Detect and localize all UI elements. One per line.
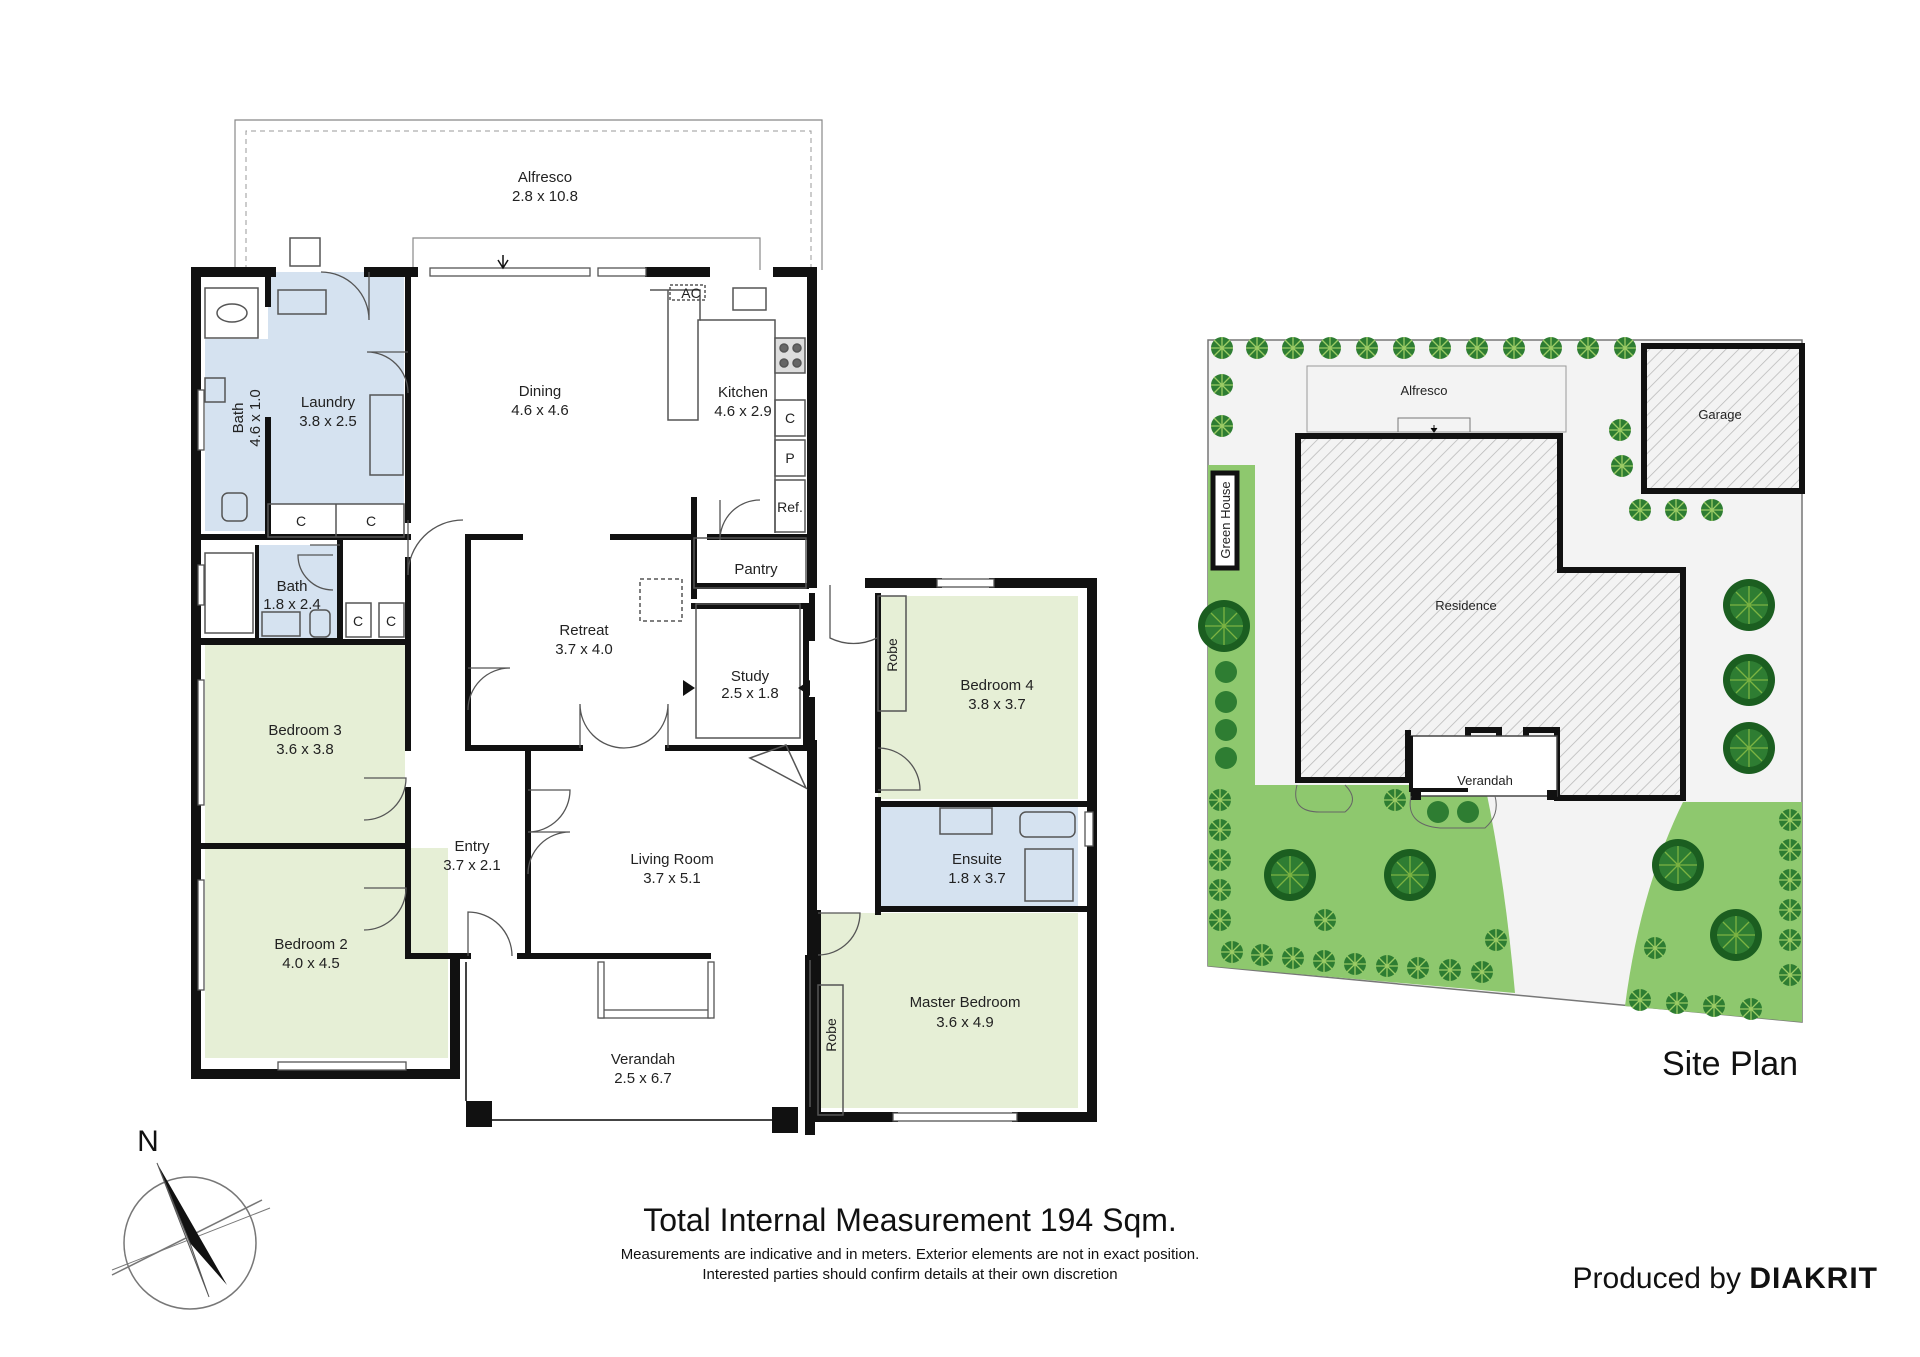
bath-upper-name: Bath	[230, 403, 247, 434]
site-alfresco-label: Alfresco	[1401, 383, 1448, 398]
total-measurement: Total Internal Measurement 194 Sqm.	[643, 1202, 1177, 1238]
bath-upper-fill	[205, 339, 268, 531]
laundry-fill	[268, 272, 404, 504]
bedroom2-name: Bedroom 2	[274, 936, 347, 953]
bedroom3-size: 3.6 x 3.8	[276, 741, 334, 758]
bath-lower-walls	[196, 545, 340, 642]
ensuite-fill	[878, 807, 1078, 909]
round-bushes	[1197, 578, 1776, 962]
alfresco-outline	[1306, 365, 1567, 433]
compass-needle-light	[156, 1162, 210, 1298]
entry-name: Entry	[454, 838, 490, 855]
kitchen-size: 4.6 x 2.9	[714, 403, 772, 420]
site-residence-label: Residence	[1435, 598, 1496, 613]
site-verandah-label: Verandah	[1457, 773, 1513, 788]
laundry-name: Laundry	[301, 394, 356, 411]
retreat-size: 3.7 x 4.0	[555, 641, 613, 658]
bath-lower-name: Bath	[277, 578, 308, 595]
site-plan: Alfresco Garage Green House Residence Ve…	[1197, 336, 1805, 1083]
north-label: N	[137, 1125, 159, 1158]
master-name: Master Bedroom	[910, 994, 1021, 1011]
pantry-name: Pantry	[734, 561, 778, 578]
floor-plan: Alfresco 2.8 x 10.8 Dining 4.6 x 4.6 Kit…	[191, 119, 1097, 1135]
ensuite-name: Ensuite	[952, 851, 1002, 868]
kitchen-fridge: Ref.	[777, 499, 803, 515]
hall-cupboard-1: C	[353, 613, 363, 629]
producer-brand: DIAKRIT	[1749, 1262, 1878, 1295]
site-plan-title: Site Plan	[1662, 1045, 1798, 1083]
site-green-house-label: Green House	[1218, 481, 1233, 558]
alfresco-area	[234, 119, 823, 270]
dining-size: 4.6 x 4.6	[511, 402, 569, 419]
bedroom4-robe: Robe	[884, 638, 900, 672]
master-size: 3.6 x 4.9	[936, 1014, 994, 1031]
retreat-name: Retreat	[559, 622, 609, 639]
laundry-cupboard-1: C	[296, 513, 306, 529]
master-fill	[818, 913, 1078, 1108]
study-size: 2.5 x 1.8	[721, 685, 779, 702]
exterior-walls	[191, 267, 1097, 1135]
green-house	[1210, 470, 1240, 571]
disclaimer-line-2: Interested parties should confirm detail…	[702, 1266, 1118, 1283]
entry-arrow	[497, 255, 509, 270]
site-garage-label: Garage	[1698, 407, 1741, 422]
verandah-post-left	[466, 1101, 492, 1127]
verandah-outline	[465, 960, 811, 1121]
compass-needle-dark	[157, 1163, 227, 1285]
alfresco-size: 2.8 x 10.8	[512, 188, 578, 205]
hall-cupboard-2: C	[386, 613, 396, 629]
dining-name: Dining	[519, 383, 562, 400]
kitchen-pantry: P	[785, 450, 794, 466]
bedroom4-size: 3.8 x 3.7	[968, 696, 1026, 713]
master-robe: Robe	[823, 1018, 839, 1052]
study-arrow-left	[683, 680, 695, 696]
bedroom3-fill	[205, 644, 405, 844]
verandah-size: 2.5 x 6.7	[614, 1070, 672, 1087]
living-size: 3.7 x 5.1	[643, 870, 701, 887]
bedroom2-size: 4.0 x 4.5	[282, 955, 340, 972]
producer-prefix: Produced by	[1572, 1262, 1741, 1295]
bath-upper-size: 4.6 x 1.0	[247, 389, 264, 447]
alfresco-name: Alfresco	[518, 169, 572, 186]
kitchen-name: Kitchen	[718, 384, 768, 401]
ensuite-size: 1.8 x 3.7	[948, 870, 1006, 887]
laundry-cupboard-2: C	[366, 513, 376, 529]
doors	[297, 271, 921, 957]
compass: N	[111, 1125, 271, 1310]
bath-lower-size: 1.8 x 2.4	[263, 596, 321, 613]
producer-credit: Produced by DIAKRIT	[1560, 1262, 1878, 1296]
kitchen-cupboard: C	[785, 410, 795, 426]
ac-label: AC	[681, 285, 700, 301]
verandah-post-right	[772, 1107, 798, 1133]
windows	[197, 267, 1094, 1122]
bedroom3-name: Bedroom 3	[268, 722, 341, 739]
laundry-fixtures	[204, 237, 1076, 1116]
disclaimer-line-1: Measurements are indicative and in meter…	[620, 1246, 1200, 1263]
verandah-name: Verandah	[611, 1051, 675, 1068]
kitchen-benches	[650, 284, 806, 533]
living-name: Living Room	[630, 851, 713, 868]
lawn-left	[1208, 785, 1515, 993]
bedroom4-name: Bedroom 4	[960, 677, 1033, 694]
study-arrow-right	[798, 680, 810, 696]
garage	[1641, 343, 1805, 494]
entry-size: 3.7 x 2.1	[443, 857, 501, 874]
laundry-size: 3.8 x 2.5	[299, 413, 357, 430]
study-name: Study	[731, 668, 770, 685]
